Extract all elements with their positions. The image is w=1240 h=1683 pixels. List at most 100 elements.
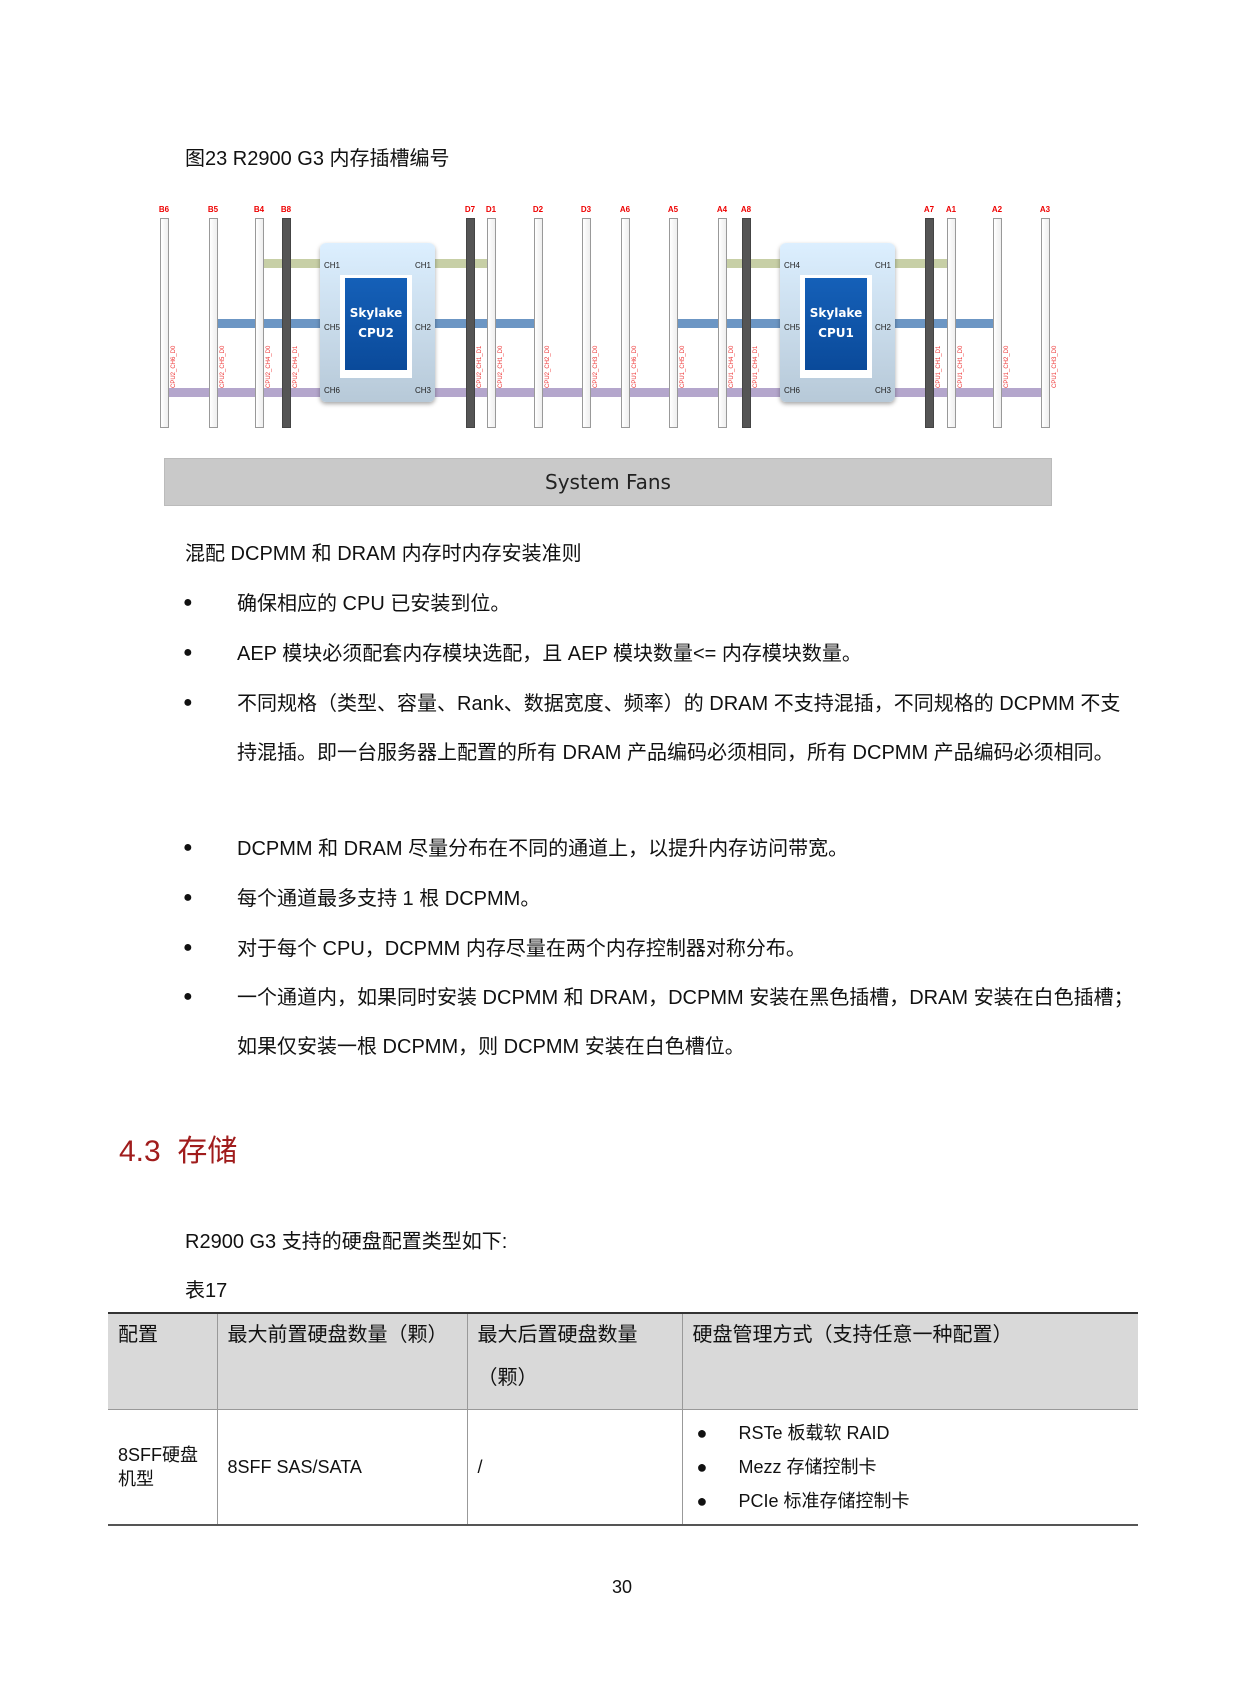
storage-config-table: 配置 最大前置硬盘数量（颗） 最大后置硬盘数量（颗） 硬盘管理方式（支持任意一种… bbox=[108, 1312, 1138, 1526]
bullet-icon: ● bbox=[183, 839, 193, 856]
slot-label: A2 bbox=[991, 205, 1003, 214]
slot-sublabel: CPU1_CH4_D1 bbox=[753, 345, 759, 388]
memory-slot-d7 bbox=[466, 218, 475, 428]
section-heading: 4.3 存储 bbox=[119, 1126, 237, 1170]
bullet-icon: ● bbox=[183, 644, 193, 661]
cell-management: ●RSTe 板载软 RAID ●Mezz 存储控制卡 ●PCIe 标准存储控制卡 bbox=[681, 1409, 1138, 1525]
slot-label: B8 bbox=[280, 205, 292, 214]
cell-rear: / bbox=[466, 1409, 683, 1525]
memory-slot-a3 bbox=[1041, 218, 1050, 428]
header-config: 配置 bbox=[108, 1313, 218, 1410]
slot-label: A5 bbox=[667, 205, 679, 214]
channel-bar bbox=[435, 259, 491, 268]
slot-sublabel: CPU1_CH1_D0 bbox=[958, 345, 964, 388]
list-item: ●Mezz 存储控制卡 bbox=[696, 1457, 877, 1477]
memory-slot-a1 bbox=[947, 218, 956, 428]
bullet-icon: ● bbox=[183, 694, 193, 711]
memory-slot-a8 bbox=[742, 218, 751, 428]
memory-slot-b8 bbox=[282, 218, 291, 428]
slot-sublabel: CPU2_CH4_D1 bbox=[293, 345, 299, 388]
item-text: Mezz 存储控制卡 bbox=[738, 1457, 877, 1477]
channel-bar bbox=[435, 319, 538, 328]
slot-label: A4 bbox=[716, 205, 728, 214]
slot-label: A6 bbox=[619, 205, 631, 214]
table-title: 表17 bbox=[185, 1280, 228, 1302]
memory-slot-a5 bbox=[669, 218, 678, 428]
rule-item: AEP 模块必须配套内存模块选配，且 AEP 模块数量<= 内存模块数量。 bbox=[237, 643, 862, 665]
bullet-icon: ● bbox=[183, 988, 193, 1005]
slot-sublabel: CPU2_CH5_D0 bbox=[220, 345, 226, 388]
channel-label: CH1 bbox=[324, 261, 341, 270]
slot-label: B4 bbox=[253, 205, 265, 214]
bullet-icon: ● bbox=[183, 889, 193, 906]
list-item: ●RSTe 板载软 RAID bbox=[696, 1423, 890, 1443]
slot-sublabel: CPU1_CH4_D0 bbox=[729, 345, 735, 388]
slot-label: A1 bbox=[945, 205, 957, 214]
page-number: 30 bbox=[612, 1577, 633, 1597]
cell-front: 8SFF SAS/SATA bbox=[216, 1409, 468, 1525]
slot-label: D2 bbox=[532, 205, 544, 214]
system-fans-bar: System Fans bbox=[164, 458, 1052, 506]
section-number: 4.3 bbox=[119, 1135, 161, 1168]
channel-label: CH2 bbox=[874, 323, 891, 332]
table-header-row: 配置 最大前置硬盘数量（颗） 最大后置硬盘数量（颗） 硬盘管理方式（支持任意一种… bbox=[108, 1313, 1138, 1410]
bullet-icon: ● bbox=[183, 594, 193, 611]
memory-slot-a2 bbox=[993, 218, 1002, 428]
rule-item: 每个通道最多支持 1 根 DCPMM。 bbox=[237, 888, 541, 910]
slot-sublabel: CPU2_CH4_D0 bbox=[266, 345, 272, 388]
cell-config: 8SFF硬盘机型 bbox=[108, 1409, 218, 1525]
channel-bar bbox=[722, 259, 780, 268]
memory-slot-d3 bbox=[582, 218, 591, 428]
rule-item: 不同规格（类型、容量、Rank、数据宽度、频率）的 DRAM 不支持混插，不同规… bbox=[237, 693, 1121, 764]
slot-label: B5 bbox=[207, 205, 219, 214]
slot-label: D7 bbox=[464, 205, 476, 214]
bullet-icon: ● bbox=[183, 939, 193, 956]
header-rear: 最大后置硬盘数量（颗） bbox=[466, 1313, 683, 1410]
slot-sublabel: CPU2_CH1_D1 bbox=[477, 345, 483, 388]
slot-sublabel: CPU2_CH2_D0 bbox=[545, 345, 551, 388]
channel-label: CH6 bbox=[324, 386, 341, 395]
figure-caption: 图23 R2900 G3 内存插槽编号 bbox=[185, 148, 450, 170]
slot-label: A3 bbox=[1039, 205, 1051, 214]
slot-label: D1 bbox=[485, 205, 497, 214]
item-text: PCIe 标准存储控制卡 bbox=[738, 1491, 910, 1511]
slot-label: D3 bbox=[580, 205, 592, 214]
memory-slot-b4 bbox=[255, 218, 264, 428]
channel-label: CH3 bbox=[874, 386, 891, 395]
channel-bar bbox=[164, 388, 1049, 397]
channel-label: CH5 bbox=[324, 323, 341, 332]
channel-label: CH6 bbox=[784, 386, 801, 395]
slot-label: B6 bbox=[158, 205, 170, 214]
channel-label: CH1 bbox=[414, 261, 431, 270]
slot-sublabel: CPU2_CH6_D0 bbox=[171, 345, 177, 388]
rule-item: 确保相应的 CPU 已安装到位。 bbox=[237, 593, 511, 615]
slot-sublabel: CPU1_CH5_D0 bbox=[680, 345, 686, 388]
memory-slot-a6 bbox=[621, 218, 630, 428]
table-row: 8SFF硬盘机型 8SFF SAS/SATA / ●RSTe 板载软 RAID … bbox=[108, 1409, 1138, 1525]
channel-label: CH4 bbox=[784, 261, 801, 270]
memory-slot-b6 bbox=[160, 218, 169, 428]
memory-slot-d1 bbox=[487, 218, 496, 428]
memory-slot-a7 bbox=[925, 218, 934, 428]
cpu-label: CPU2 bbox=[358, 326, 394, 340]
slot-sublabel: CPU2_CH1_D0 bbox=[498, 345, 504, 388]
item-text: RSTe 板载软 RAID bbox=[738, 1423, 890, 1443]
slot-label: A7 bbox=[923, 205, 935, 214]
slot-sublabel: CPU2_CH3_D0 bbox=[593, 345, 599, 388]
cpu-name: Skylake bbox=[809, 306, 863, 320]
channel-bar bbox=[895, 259, 951, 268]
cpu-name: Skylake bbox=[349, 306, 403, 320]
rule-item: 对于每个 CPU，DCPMM 内存尽量在两个内存控制器对称分布。 bbox=[237, 938, 806, 960]
header-front: 最大前置硬盘数量（颗） bbox=[216, 1313, 468, 1410]
memory-slot-d2 bbox=[534, 218, 543, 428]
header-management: 硬盘管理方式（支持任意一种配置） bbox=[681, 1313, 1138, 1410]
memory-slot-a4 bbox=[718, 218, 727, 428]
channel-label: CH1 bbox=[874, 261, 891, 270]
channel-label: CH3 bbox=[414, 386, 431, 395]
channel-bar bbox=[213, 319, 320, 328]
